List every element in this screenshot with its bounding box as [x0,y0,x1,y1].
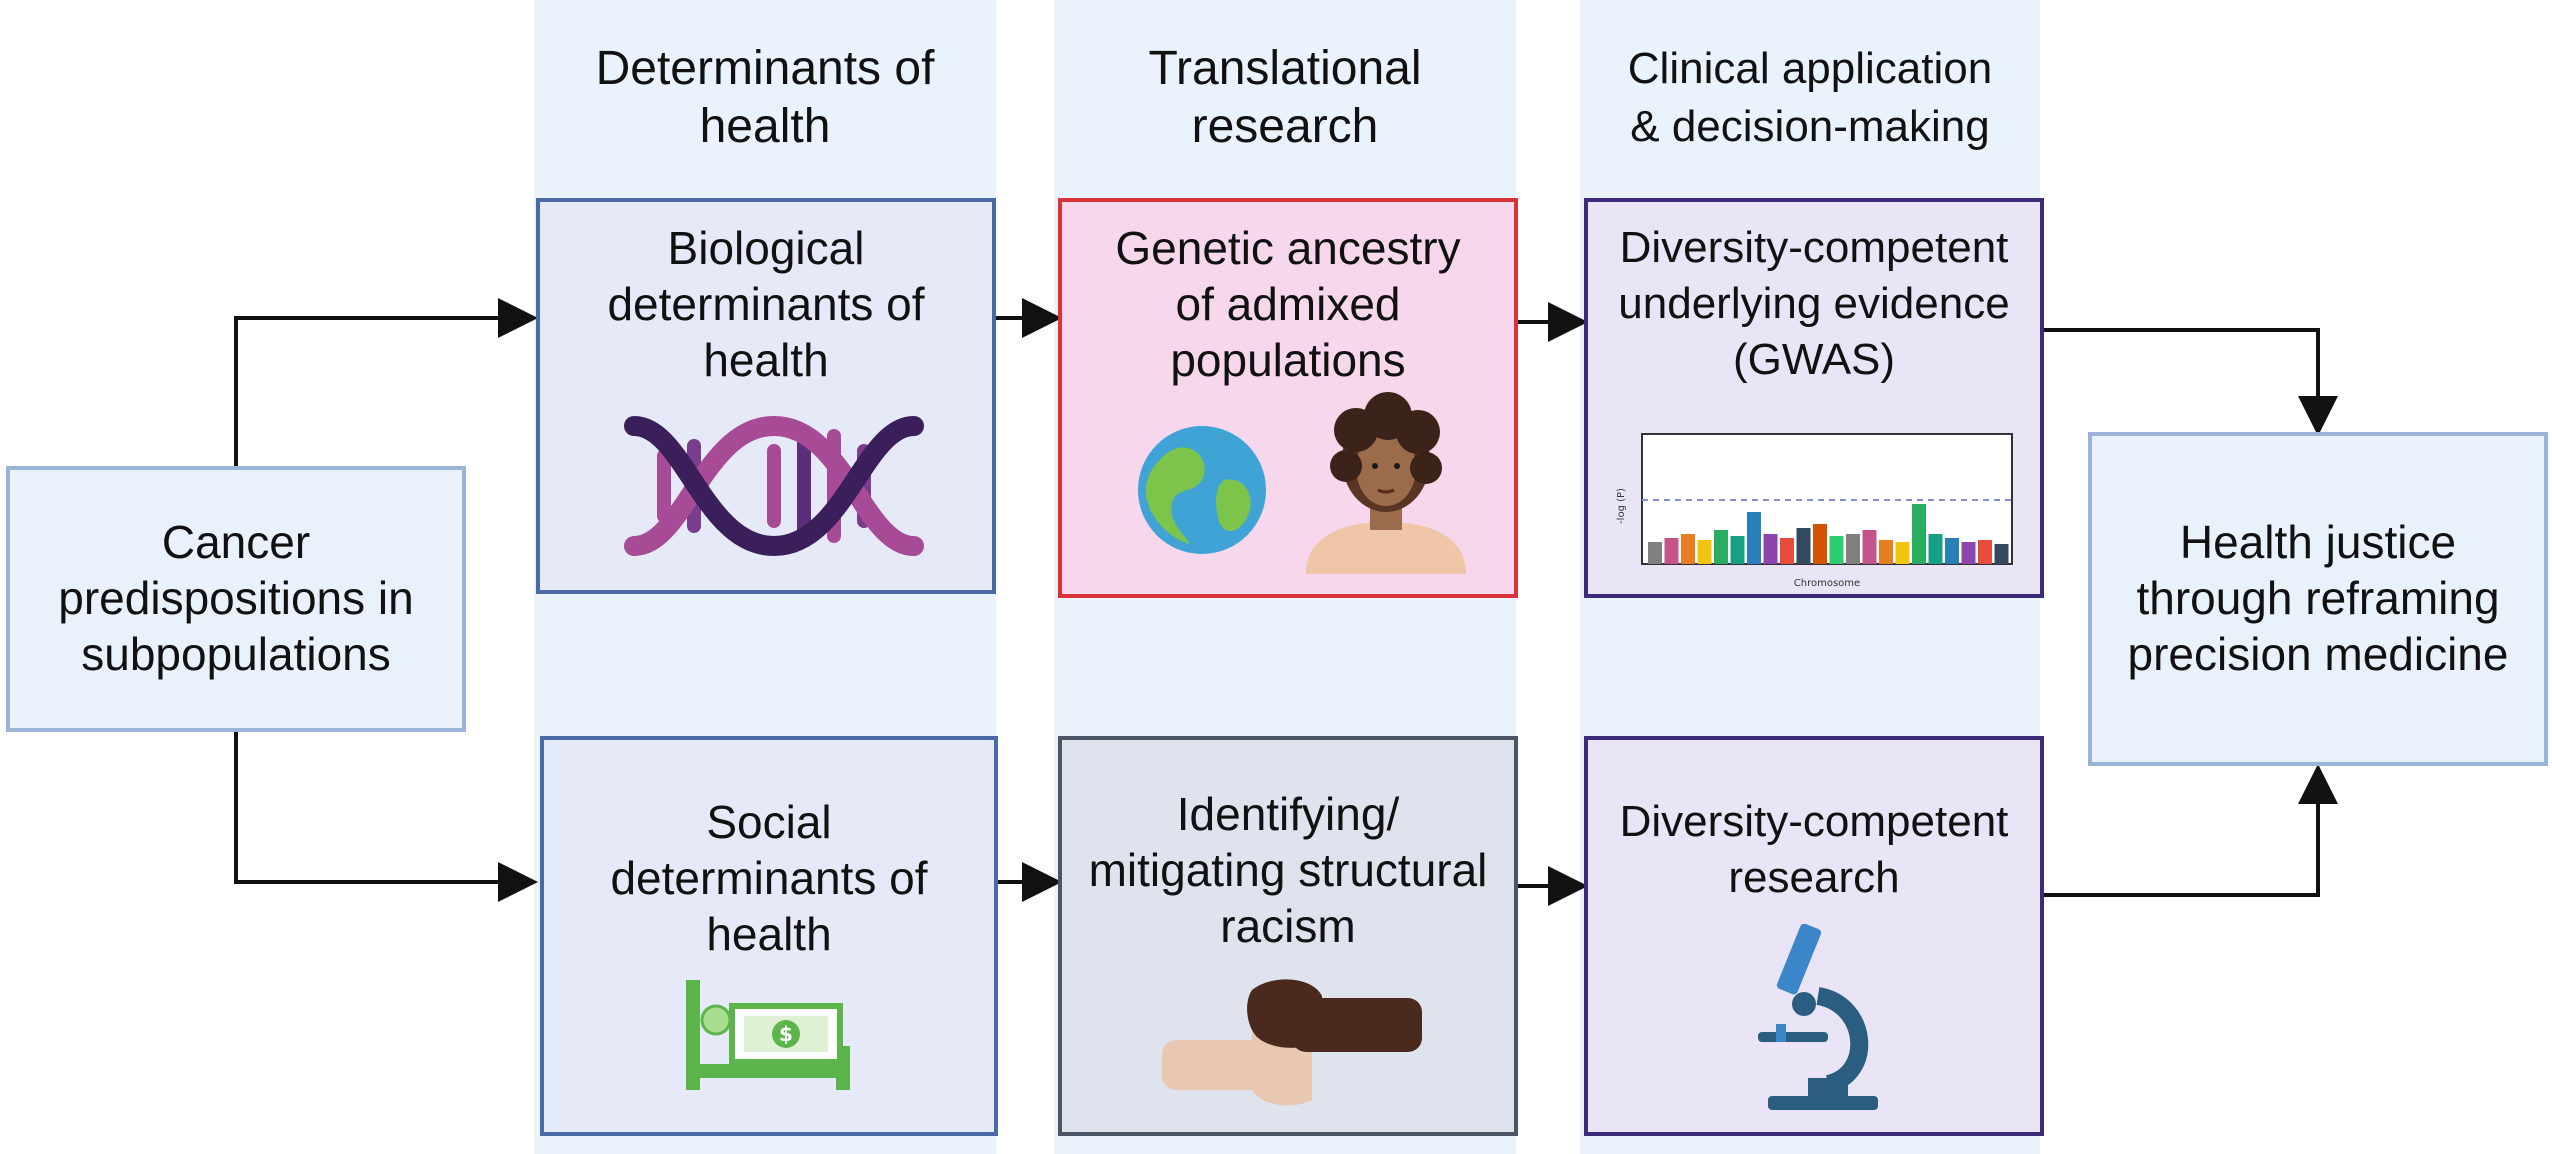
box-biological-label: Biological determinants of health [607,222,925,386]
plot-bar [1648,542,1662,564]
plot-bar [1780,538,1794,564]
header-clinical: Clinical application & decision-making [1627,44,1993,151]
arrow-cancer-to-biological [234,298,538,470]
plot-bar [1912,504,1926,564]
plot-bar [1879,540,1893,564]
box-gwas-label: Diversity-competent underlying evidence … [1618,223,2010,384]
manhattan-plot-icon: -log (P) Chromosome [1616,433,2013,589]
plot-bar [1664,538,1679,564]
header-determinants: Determinants of health [595,42,935,153]
plot-ylabel: -log (P) [1616,488,1627,524]
plot-bar [1730,536,1745,564]
arrow-cancer-to-social [234,732,538,902]
plot-bar [1862,530,1877,564]
box-genetic-ancestry: Genetic ancestry of admixed populations [1058,198,1518,598]
box-social-label: Social determinants of health [610,796,928,960]
plot-bar [1829,536,1844,564]
plot-bar [1681,534,1695,564]
arrow-gwas-to-justice [2043,328,2338,436]
box-genetic-label: Genetic ancestry of admixed populations [1115,222,1461,386]
header-translational: Translational research [1148,42,1422,153]
microscope-icon [1758,924,1878,1110]
clasped-hands-icon [1162,979,1422,1106]
plot-bar [1928,534,1943,564]
box-biological-determinants: Biological determinants of health [536,198,996,594]
plot-bar [1796,528,1811,564]
plot-bar [1763,534,1778,564]
plot-xlabel: Chromosome [1794,578,1860,589]
plot-bar [1846,534,1860,564]
globe-icon [1138,426,1266,554]
box-research-label: Diversity-competent research [1619,797,2009,902]
plot-bar [1895,542,1910,564]
plot-bar [1747,512,1761,564]
svg-text:$: $ [779,1022,793,1046]
box-structural-label: Identifying/ mitigating structural racis… [1088,788,1488,952]
box-diversity-research: Diversity-competent research [1584,736,2044,1136]
person-icon [1306,392,1466,574]
hospital-bed-money-icon: $ [686,980,850,1090]
plot-bar [1978,540,1992,564]
dna-icon [624,416,924,556]
plot-bar [1994,544,2009,564]
plot-bar [1945,538,1959,564]
plot-bar [1813,524,1827,564]
arrow-research-to-justice [2043,764,2338,897]
box-social-determinants: Social determinants of health $ [540,736,998,1136]
box-cancer-predispositions: Cancer predispositions in subpopulations [6,466,466,732]
box-structural-racism: Identifying/ mitigating structural racis… [1058,736,1518,1136]
box-health-justice: Health justice through reframing precisi… [2088,432,2548,766]
box-cancer-label: Cancer predispositions in subpopulations [58,516,414,680]
box-gwas-evidence: Diversity-competent underlying evidence … [1584,198,2044,598]
plot-bar [1714,530,1728,564]
plot-bar [1697,540,1712,564]
plot-bar [1961,542,1976,564]
box-justice-label: Health justice through reframing precisi… [2127,516,2509,680]
